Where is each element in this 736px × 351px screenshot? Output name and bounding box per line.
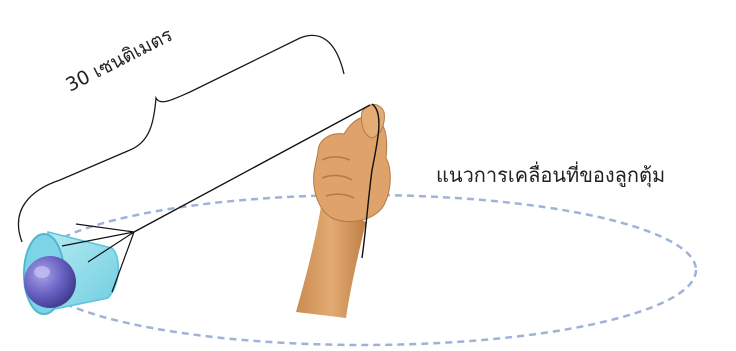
length-label: 30 เซนติเมตร [62,24,176,96]
path-label: แนวการเคลื่อนที่ของลูกตุ้ม [436,161,665,188]
ball-highlight [34,266,50,278]
pendulum-ball [24,256,76,308]
length-brace [18,35,344,242]
